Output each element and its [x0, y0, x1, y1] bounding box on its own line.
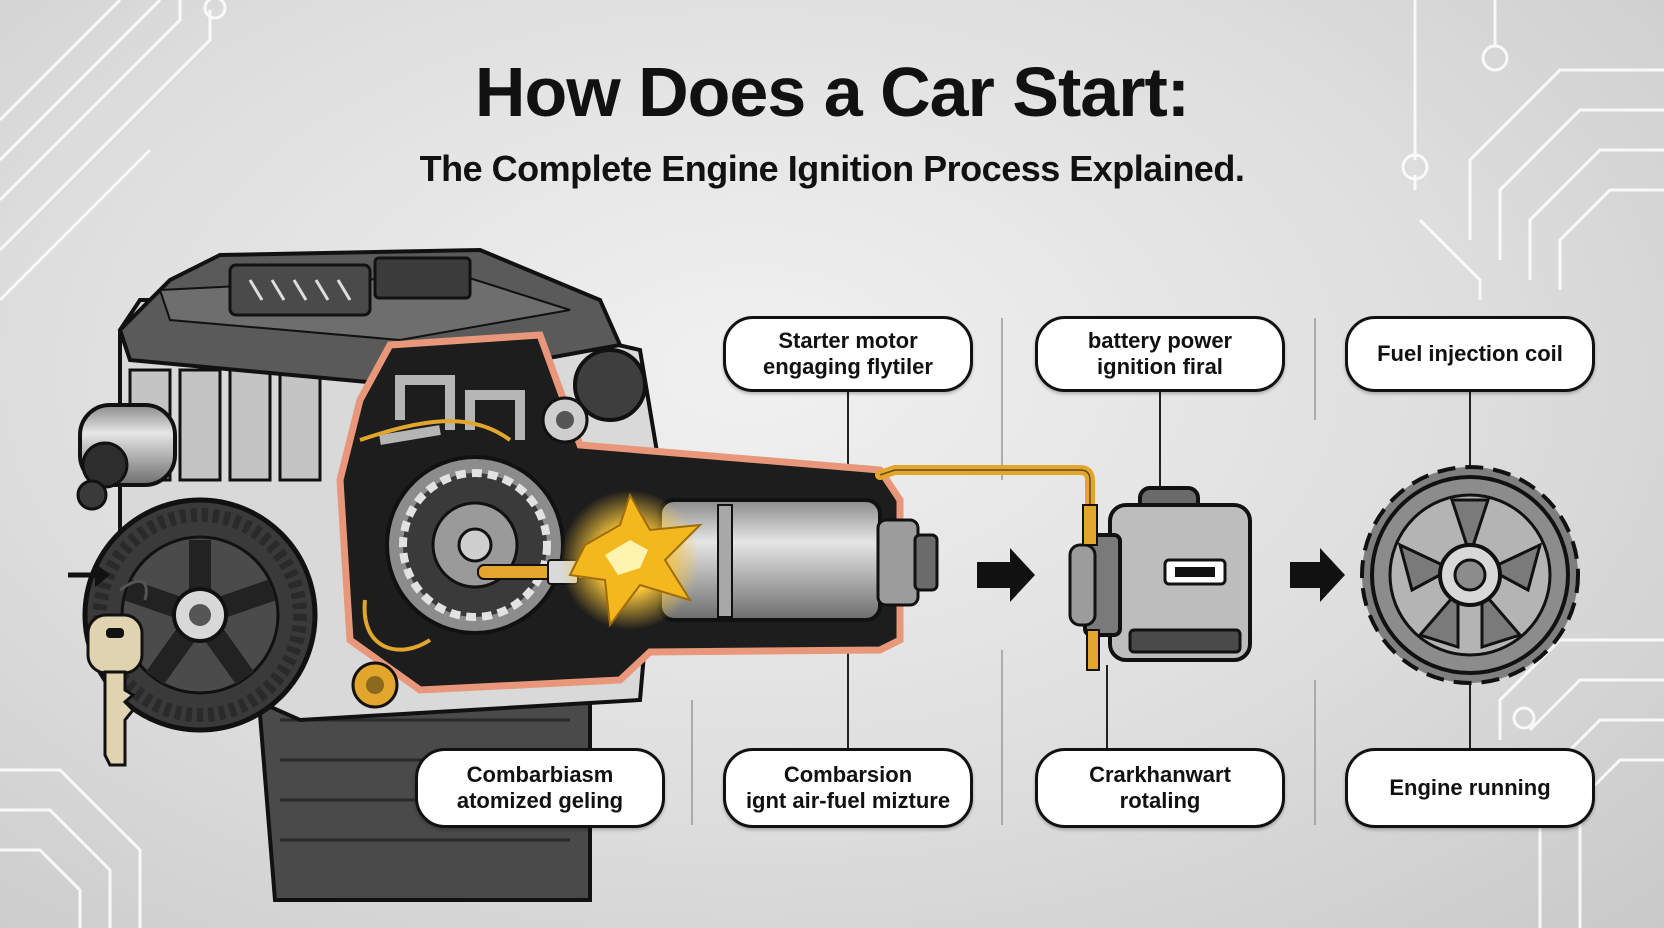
callout-combarbiasm: Combarbiasm atomized geling	[415, 748, 665, 828]
callout-line: engaging flytiler	[763, 354, 933, 379]
right-arrow-icon	[68, 563, 110, 587]
callout-line: Combarsion	[783, 762, 913, 787]
circuit-traces-left	[0, 0, 227, 928]
callout-line: Engine running	[1389, 775, 1551, 800]
callout-battery-power: battery power ignition firal	[1035, 316, 1285, 392]
callout-line: battery power	[1087, 328, 1233, 353]
car-key-icon	[86, 579, 148, 767]
divider-lines	[691, 318, 1316, 825]
callout-line: Starter motor	[778, 328, 918, 353]
callout-fuel-injection: Fuel injection coil	[1345, 316, 1595, 392]
engine-block	[76, 247, 939, 902]
callout-engine-running: Engine running	[1345, 748, 1595, 828]
callout-line: atomized geling	[456, 788, 624, 813]
callout-starter-motor: Starter motor engaging flytiler	[723, 316, 973, 392]
solenoid-icon	[1068, 486, 1252, 671]
spark-icon	[560, 490, 703, 630]
right-arrow-icon	[977, 548, 1345, 602]
callout-line: Crarkhanwart	[1089, 762, 1231, 787]
callout-line: Fuel injection coil	[1377, 341, 1563, 366]
page-title: How Does a Car Start:	[474, 53, 1190, 131]
callout-line: ignition firal	[1097, 354, 1223, 379]
connector-lines	[529, 392, 1471, 748]
gear-icon	[1360, 465, 1580, 685]
callout-crankshaft: Crarkhanwart rotaling	[1035, 748, 1285, 828]
callout-line: rotaling	[1119, 788, 1201, 813]
callout-line: Combarbiasm	[466, 762, 614, 787]
callout-combarsion: Combarsion ignt air-fuel mizture	[723, 748, 973, 828]
page-subtitle: The Complete Engine Ignition Process Exp…	[419, 148, 1245, 189]
callout-line: ignt air-fuel mizture	[745, 788, 951, 813]
battery-wire	[875, 465, 1095, 510]
circuit-traces-right	[1401, 0, 1664, 928]
